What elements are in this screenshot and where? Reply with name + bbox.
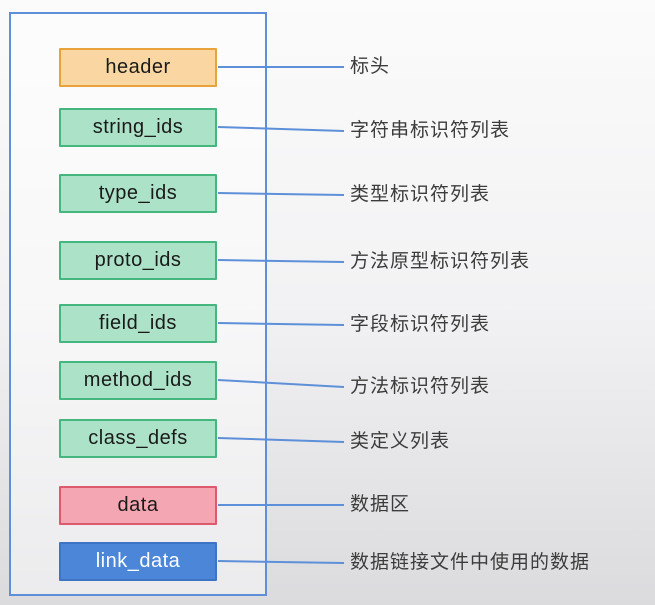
segment-box-proto_ids: proto_ids (59, 241, 217, 280)
segment-box-class_defs: class_defs (59, 419, 217, 458)
segment-box-method_ids: method_ids (59, 361, 217, 400)
segment-description-class_defs: 类定义列表 (350, 431, 451, 452)
segment-box-header: header (59, 48, 217, 87)
segment-description-proto_ids: 方法原型标识符列表 (350, 251, 531, 272)
segment-box-type_ids: type_ids (59, 174, 217, 213)
segment-description-type_ids: 类型标识符列表 (350, 184, 491, 205)
segment-box-string_ids: string_ids (59, 108, 217, 147)
segment-description-header: 标头 (350, 56, 391, 77)
segment-description-data: 数据区 (350, 494, 411, 515)
segment-box-link_data: link_data (59, 542, 217, 581)
segment-description-string_ids: 字符串标识符列表 (350, 120, 511, 141)
segment-description-method_ids: 方法标识符列表 (350, 376, 491, 397)
segment-box-field_ids: field_ids (59, 304, 217, 343)
segment-box-data: data (59, 486, 217, 525)
segment-description-link_data: 数据链接文件中使用的数据 (350, 552, 591, 573)
segment-description-field_ids: 字段标识符列表 (350, 314, 491, 335)
